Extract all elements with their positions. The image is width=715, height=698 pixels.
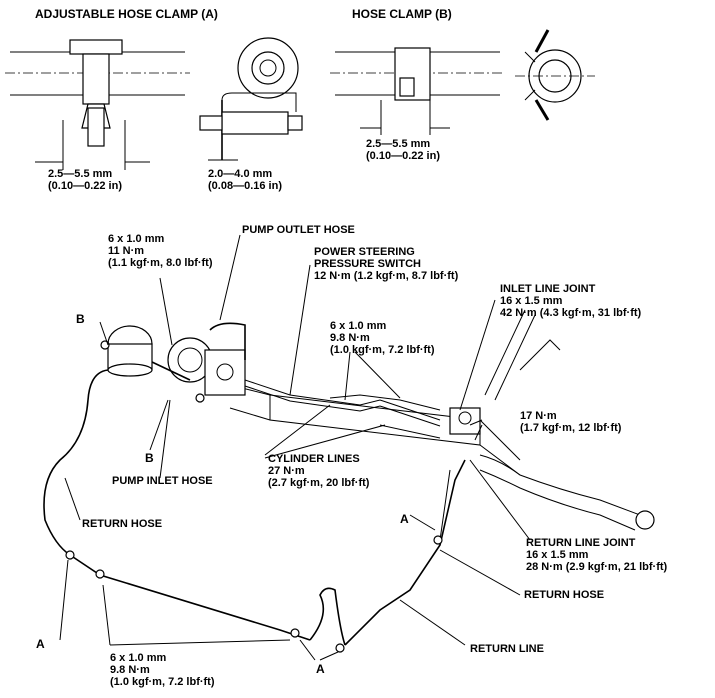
clamp-b-title: HOSE CLAMP (B) [352, 7, 452, 21]
hose-clamp-b-end-view [515, 29, 595, 121]
clamp-a-dimension-2: 2.0—4.0 mm(0.08—0.16 in) [208, 168, 282, 192]
pump-inlet-hose-label: PUMP INLET HOSE [112, 475, 213, 487]
pump-outlet-hose-label: PUMP OUTLET HOSE [242, 224, 355, 236]
steering-gearbox [229, 309, 655, 531]
return-line-label: RETURN LINE [470, 643, 544, 655]
leader-lines [59, 234, 531, 661]
clamps-and-bolts [65, 340, 443, 653]
clamp-b-marker-top: B [76, 312, 85, 326]
clamp-a-title: ADJUSTABLE HOSE CLAMP (A) [35, 7, 218, 21]
clamp-a-marker-left: A [36, 637, 45, 651]
adjustable-clamp-side-view [5, 39, 190, 170]
torque-17-label: 17 N·m(1.7 kgf·m, 12 lbf·ft) [520, 410, 622, 434]
adjustable-clamp-end-view [199, 37, 303, 161]
clamp-a-marker-bottom: A [316, 662, 325, 676]
hoses-and-lines [43, 322, 466, 646]
hose-clamp-b-side-view [330, 47, 505, 135]
return-hose-right-label: RETURN HOSE [524, 589, 605, 601]
power-steering-pump [107, 325, 246, 396]
clamp-a-marker-mid: A [400, 512, 409, 526]
clamp-b-dimension: 2.5—5.5 mm(0.10—0.22 in) [366, 138, 440, 162]
clamp-b-marker-bottom: B [145, 451, 154, 465]
return-hose-left-label: RETURN HOSE [82, 518, 163, 530]
clamp-a-dimension-1: 2.5—5.5 mm(0.10—0.22 in) [48, 168, 122, 192]
